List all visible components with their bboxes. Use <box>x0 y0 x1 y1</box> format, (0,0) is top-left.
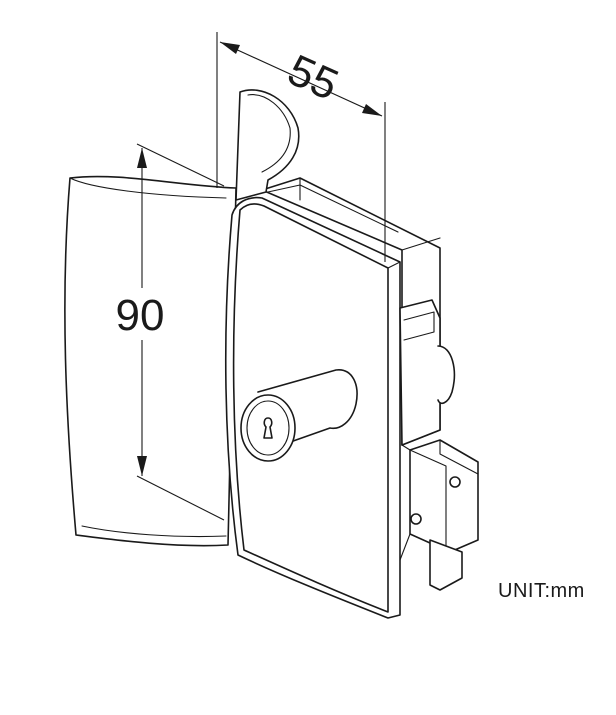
height-dimension: 90 <box>108 143 225 521</box>
cylinder-lock <box>240 369 358 462</box>
width-dimension-label: 55 <box>281 45 346 110</box>
dim-arrow-left <box>220 42 240 54</box>
dim-arrow-right <box>362 104 382 116</box>
dim-arrow-top <box>137 148 147 168</box>
keyhole-icon <box>263 417 273 439</box>
height-dimension-label: 90 <box>116 291 165 340</box>
dim-arrow-bottom <box>137 456 147 476</box>
side-mechanism <box>399 299 456 446</box>
curved-handle <box>64 175 237 547</box>
unit-label: UNIT:mm <box>498 580 585 602</box>
latch-hardware <box>399 439 479 591</box>
glass-clamp-plate <box>235 89 300 201</box>
